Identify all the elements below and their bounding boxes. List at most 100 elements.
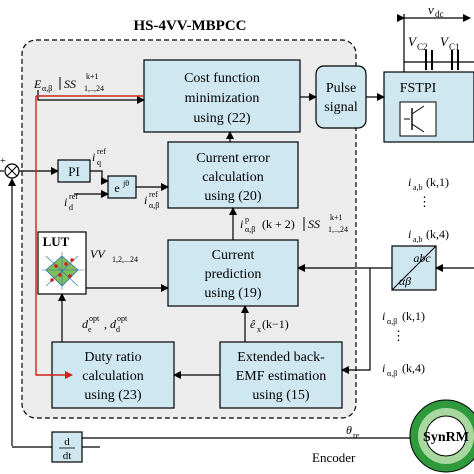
- svg-text:a,b: a,b: [413, 235, 423, 244]
- svg-text:ref: ref: [97, 147, 106, 156]
- svg-text:abc: abc: [413, 251, 431, 265]
- svg-text:C2: C2: [417, 42, 428, 52]
- svg-text:q: q: [97, 158, 101, 167]
- svg-text:Duty ratio: Duty ratio: [84, 350, 141, 365]
- svg-text:(k,1): (k,1): [426, 175, 449, 189]
- svg-text:d: d: [116, 325, 120, 334]
- svg-text:C1: C1: [449, 42, 460, 52]
- svg-text:i: i: [382, 309, 385, 323]
- svg-text:SynRM: SynRM: [423, 430, 469, 445]
- svg-text:(k,4): (k,4): [426, 227, 449, 241]
- ialpha-ref-label: i ref α,β: [144, 190, 159, 210]
- svg-text:V: V: [408, 34, 418, 49]
- fstpi-inverter-block[interactable]: FSTPI: [383, 71, 474, 143]
- svg-text:,: ,: [104, 317, 107, 331]
- svg-text:(k−1): (k−1): [262, 317, 289, 331]
- current-prediction-block[interactable]: Current prediction using (19): [167, 239, 299, 307]
- svg-text:i: i: [408, 175, 411, 189]
- rotation-block[interactable]: e jθ: [107, 175, 137, 199]
- svg-text:Extended back-: Extended back-: [237, 350, 325, 365]
- svg-text:θ: θ: [346, 423, 352, 437]
- svg-text:prediction: prediction: [205, 267, 262, 282]
- svg-text:opt: opt: [89, 314, 100, 323]
- svg-text:Current: Current: [212, 248, 255, 263]
- lut-block[interactable]: LUT: [37, 231, 87, 295]
- svg-text:d: d: [69, 203, 73, 212]
- svg-text:α,β: α,β: [42, 84, 52, 93]
- svg-text:ref: ref: [149, 190, 158, 199]
- synrm-motor[interactable]: SynRM: [409, 399, 474, 473]
- derivative-block[interactable]: d dt: [51, 431, 83, 463]
- svg-text:Cost function: Cost function: [184, 71, 260, 86]
- svg-text:a,b: a,b: [413, 183, 423, 192]
- svg-text:p: p: [245, 215, 249, 224]
- svg-text:1,..,24: 1,..,24: [328, 225, 348, 234]
- ehat-label: ê x (k−1): [250, 317, 289, 334]
- ellipsis-1: ⋮: [418, 194, 431, 209]
- svg-text:d: d: [64, 436, 70, 448]
- svg-text:SS: SS: [308, 217, 320, 231]
- svg-text:d: d: [82, 317, 89, 331]
- frame-title: HS-4VV-MBPCC: [133, 18, 246, 34]
- svg-text:i: i: [144, 193, 147, 207]
- svg-text:using (20): using (20): [204, 189, 262, 204]
- svg-text:(k,1): (k,1): [402, 309, 425, 323]
- svg-text:ê: ê: [250, 317, 256, 331]
- svg-text:using (22): using (22): [193, 111, 251, 126]
- svg-text:x: x: [257, 325, 261, 334]
- svg-text:re: re: [353, 431, 360, 440]
- svg-text:e: e: [114, 181, 119, 195]
- ialpha-k1-label: i α,β (k,1): [382, 309, 425, 326]
- svg-text:E: E: [33, 77, 42, 91]
- svg-text:FSTPI: FSTPI: [400, 81, 437, 96]
- ellipsis-2: ⋮: [392, 328, 405, 343]
- svg-text:(k,4): (k,4): [402, 361, 425, 375]
- svg-text:α,β: α,β: [245, 225, 255, 234]
- svg-text:i: i: [64, 195, 67, 209]
- svg-text:i: i: [408, 227, 411, 241]
- svg-text:jθ: jθ: [122, 179, 129, 188]
- svg-text:Current error: Current error: [196, 151, 270, 166]
- junction-plus-sign: +: [0, 156, 6, 167]
- svg-text:αβ: αβ: [399, 274, 411, 288]
- svg-text:opt: opt: [117, 314, 128, 323]
- pi-block[interactable]: PI: [57, 159, 91, 183]
- theta-label: θ re: [346, 423, 360, 440]
- svg-text:using (23): using (23): [84, 388, 142, 403]
- hs-4vv-mbpcc-frame: [21, 39, 357, 419]
- encoder-label: Encoder: [312, 450, 356, 465]
- svg-text:signal: signal: [324, 100, 358, 115]
- svg-text:i: i: [382, 361, 385, 375]
- svg-text:(k + 2): (k + 2): [262, 217, 295, 231]
- cost-input-label: E α,β SS k+1 1,..,24: [33, 72, 104, 93]
- iab-k4-label: i a,b (k,4): [408, 227, 449, 244]
- svg-text:Pulse: Pulse: [326, 81, 356, 96]
- svg-text:using (19): using (19): [204, 286, 262, 301]
- svg-text:EMF estimation: EMF estimation: [236, 369, 327, 384]
- iq-ref-label: i ref q: [92, 147, 106, 167]
- svg-text:e: e: [88, 325, 92, 334]
- abc-alphabeta-transform[interactable]: abc αβ: [391, 245, 437, 291]
- svg-text:calculation: calculation: [82, 369, 143, 384]
- svg-text:SS: SS: [64, 77, 76, 91]
- ialpha-k4-label: i α,β (k,4): [382, 361, 425, 378]
- svg-text:VV: VV: [90, 247, 106, 261]
- svg-text:ref: ref: [69, 192, 78, 201]
- pulse-signal-block[interactable]: Pulse signal: [315, 65, 367, 129]
- cost-function-block[interactable]: Cost function minimization using (22): [143, 59, 301, 133]
- svg-text:d: d: [110, 317, 117, 331]
- svg-text:calculation: calculation: [202, 170, 263, 185]
- svg-text:PI: PI: [68, 164, 80, 179]
- dopt-label: d e opt , d d opt: [82, 314, 128, 334]
- svg-text:minimization: minimization: [185, 91, 260, 106]
- svg-text:LUT: LUT: [43, 234, 70, 249]
- lut-vector-pattern: [42, 252, 84, 290]
- svg-text:k+1: k+1: [330, 213, 343, 222]
- back-emf-block[interactable]: Extended back- EMF estimation using (15): [219, 341, 343, 409]
- dc-link: v dc V C2 V C1: [397, 2, 474, 72]
- current-error-block[interactable]: Current error calculation using (20): [167, 141, 299, 209]
- summing-junction[interactable]: [4, 163, 20, 179]
- ip-label: i p α,β (k + 2) SS k+1 1,..,24: [240, 213, 348, 234]
- svg-text:1,..,24: 1,..,24: [84, 84, 104, 93]
